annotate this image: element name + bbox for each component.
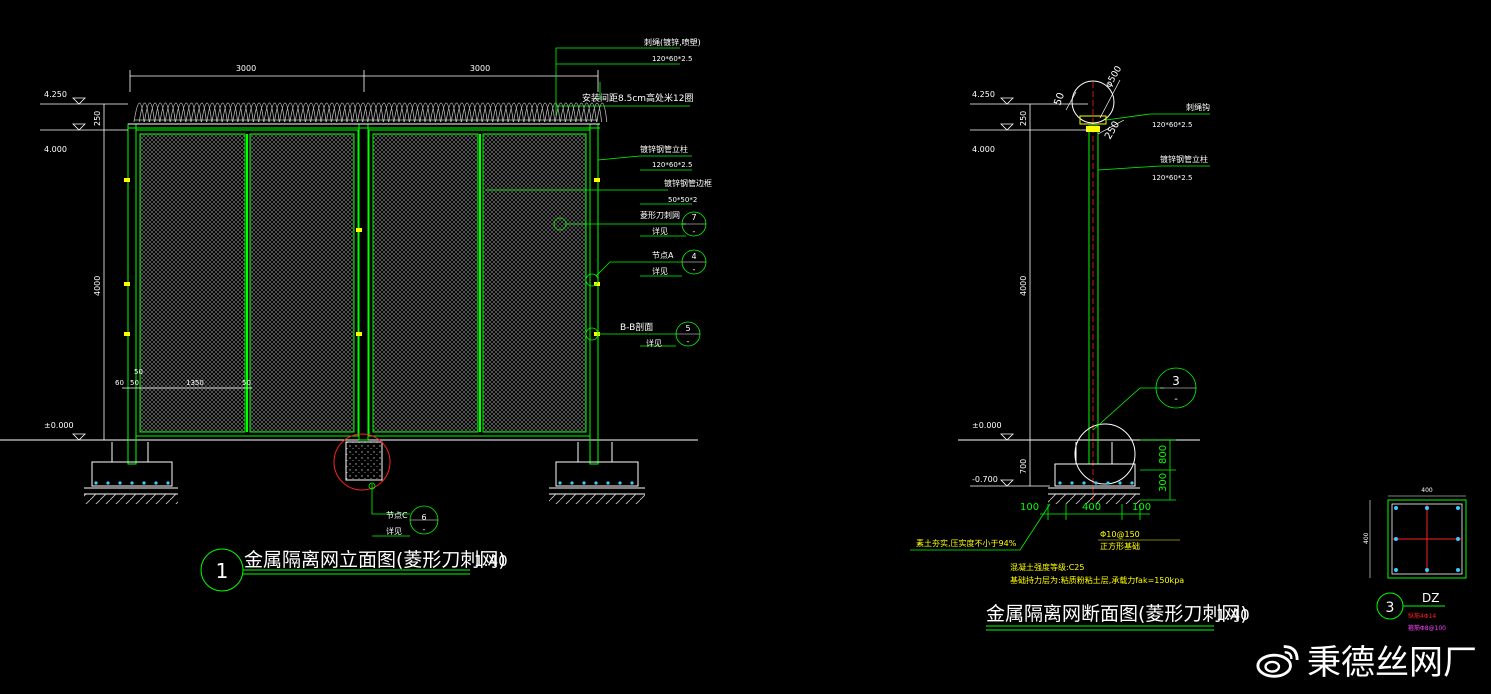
column-note-2: 箍筋Φ8@100 bbox=[1408, 624, 1446, 632]
leader-lines bbox=[368, 47, 707, 537]
dim-50b: 50 bbox=[242, 379, 251, 387]
foundation-right bbox=[549, 442, 645, 504]
dim-50a: 50 bbox=[130, 379, 139, 387]
label-frame-spec: 50*50*2 bbox=[668, 196, 697, 204]
node-c-circle bbox=[333, 433, 391, 491]
label-frame: 镀锌钢管边框 bbox=[664, 178, 712, 188]
section-razor-coil bbox=[1071, 80, 1115, 124]
dim-fence-height: 4000 bbox=[93, 276, 102, 296]
column-label: DZ bbox=[1422, 591, 1439, 605]
dimension-top bbox=[129, 70, 599, 92]
label-mesh-detail: 详见 bbox=[652, 226, 668, 236]
level-ground: ±0.000 bbox=[44, 421, 74, 430]
watermark-text: 秉德丝网厂 bbox=[1307, 643, 1477, 683]
callout-mesh-num: 7 bbox=[691, 213, 696, 222]
label-install-note: 安装间距8.5cm高处米12圈 bbox=[582, 92, 693, 104]
elevation-title: 金属隔离网立面图(菱形刀刺网) bbox=[244, 549, 506, 571]
section-soil-note: 素土夯实,压实度不小于94% bbox=[916, 538, 1017, 548]
column-dim-w: 400 bbox=[1421, 487, 1433, 494]
section-post bbox=[1088, 125, 1099, 465]
label-mesh: 菱形刀刺网 bbox=[640, 210, 680, 220]
section-dim-700: 700 bbox=[1019, 459, 1028, 474]
section-level-ground: ±0.000 bbox=[972, 421, 1002, 430]
label-post: 镀锌钢管立柱 bbox=[640, 144, 688, 154]
weibo-icon bbox=[1256, 644, 1299, 678]
callout-section-num: 5 bbox=[685, 324, 690, 333]
dim-1350: 1350 bbox=[186, 379, 204, 387]
column-note-1: 纵筋4Φ14 bbox=[1408, 612, 1436, 620]
elevation-callout-number: 1 bbox=[216, 559, 229, 583]
label-section-bb: B-B剖面 bbox=[620, 321, 653, 333]
section-label-post-spec: 120*60*2.5 bbox=[1152, 174, 1192, 182]
section-detail-circle bbox=[1074, 423, 1136, 485]
level-mid: 4.000 bbox=[44, 145, 67, 154]
section-callout-num: 3 bbox=[1172, 374, 1180, 388]
level-top: 4.250 bbox=[44, 90, 67, 99]
mesh-panel-right-a bbox=[372, 133, 479, 433]
section-concrete-note: 混凝土强度等级:C25 bbox=[1010, 562, 1084, 572]
section-label-hook: 刺绳钩 bbox=[1186, 102, 1210, 112]
label-node-c-detail: 详见 bbox=[386, 526, 402, 536]
section-bearing-note: 基础持力层为:粘质粉粘土层,承载力fak=150kpa bbox=[1010, 575, 1184, 585]
mesh-panel-left-a bbox=[139, 133, 246, 433]
dim-60: 60 bbox=[115, 379, 124, 387]
label-node-c: 节点C bbox=[386, 511, 408, 520]
dim-span-right: 3000 bbox=[470, 64, 490, 73]
foundation-rebar-dots bbox=[94, 481, 634, 485]
elevation-view: 3000 3000 4.250 4.000 ±0.000 250 4000 60… bbox=[0, 37, 712, 592]
label-section-detail: 详见 bbox=[646, 338, 662, 348]
label-node-a-detail: 详见 bbox=[652, 266, 668, 276]
section-dim-fence: 4000 bbox=[1019, 276, 1028, 296]
watermark: 秉德丝网厂 bbox=[1255, 635, 1477, 684]
section-level-mid: 4.000 bbox=[972, 145, 995, 154]
label-node-a: 节点A bbox=[652, 251, 674, 260]
section-dim-100a: 100 bbox=[1020, 502, 1039, 513]
section-dim-800: 800 bbox=[1158, 445, 1169, 464]
section-title: 金属隔离网断面图(菱形刀刺网) bbox=[986, 603, 1248, 625]
section-callout-dash: - bbox=[1174, 394, 1178, 405]
dim-span-left: 3000 bbox=[236, 64, 256, 73]
section-rebar-note: 正方形基础 bbox=[1100, 541, 1140, 551]
label-razor-wire-spec: 120*60*2.5 bbox=[652, 55, 692, 63]
section-dim-phi500: φ500 bbox=[1104, 64, 1124, 89]
section-dim-400: 400 bbox=[1082, 502, 1101, 513]
dim-50-upper: 50 bbox=[134, 368, 143, 376]
section-dim-50: 50 bbox=[1052, 91, 1067, 107]
clamps bbox=[124, 178, 600, 336]
label-razor-wire: 刺绳(镀锌,喷塑) bbox=[644, 37, 701, 47]
elevation-scale: 1:40 bbox=[474, 552, 508, 570]
section-level-top: 4.250 bbox=[972, 90, 995, 99]
label-post-spec: 120*60*2.5 bbox=[652, 161, 692, 169]
section-dim-100b: 100 bbox=[1132, 502, 1151, 513]
callout-mesh-dash: - bbox=[693, 227, 696, 236]
callout-node-c-num: 6 bbox=[421, 513, 426, 522]
callout-section-dash: - bbox=[687, 337, 690, 346]
dim-wire-height: 250 bbox=[93, 111, 102, 126]
column-dim-h: 400 bbox=[1363, 532, 1370, 544]
section-label-hook-spec: 120*60*2.5 bbox=[1152, 121, 1192, 129]
callout-node-a-dash: - bbox=[693, 265, 696, 274]
section-level-bottom: -0.700 bbox=[972, 475, 998, 484]
razor-wire bbox=[133, 102, 608, 123]
section-scale: 1:40 bbox=[1216, 606, 1250, 624]
column-detail: 400 400 3 DZ 纵筋4Φ14 箍筋Φ8@100 bbox=[1363, 487, 1467, 632]
foundation-left bbox=[84, 442, 178, 504]
mesh-panel-left-b bbox=[249, 133, 355, 433]
column-callout-number: 3 bbox=[1386, 600, 1395, 616]
section-dim-300: 300 bbox=[1158, 473, 1169, 492]
callout-node-a-num: 4 bbox=[691, 252, 696, 261]
node-c-concrete bbox=[345, 441, 383, 481]
callout-node-c-dash: - bbox=[423, 525, 426, 534]
section-rebar: Φ10@150 bbox=[1100, 530, 1140, 539]
section-view: 4.250 4.000 ±0.000 -0.700 250 4000 700 8… bbox=[910, 64, 1250, 631]
section-dim-wire: 250 bbox=[1019, 111, 1028, 126]
section-label-post: 镀锌钢管立柱 bbox=[1160, 154, 1208, 164]
mesh-panel-right-b bbox=[482, 133, 587, 433]
